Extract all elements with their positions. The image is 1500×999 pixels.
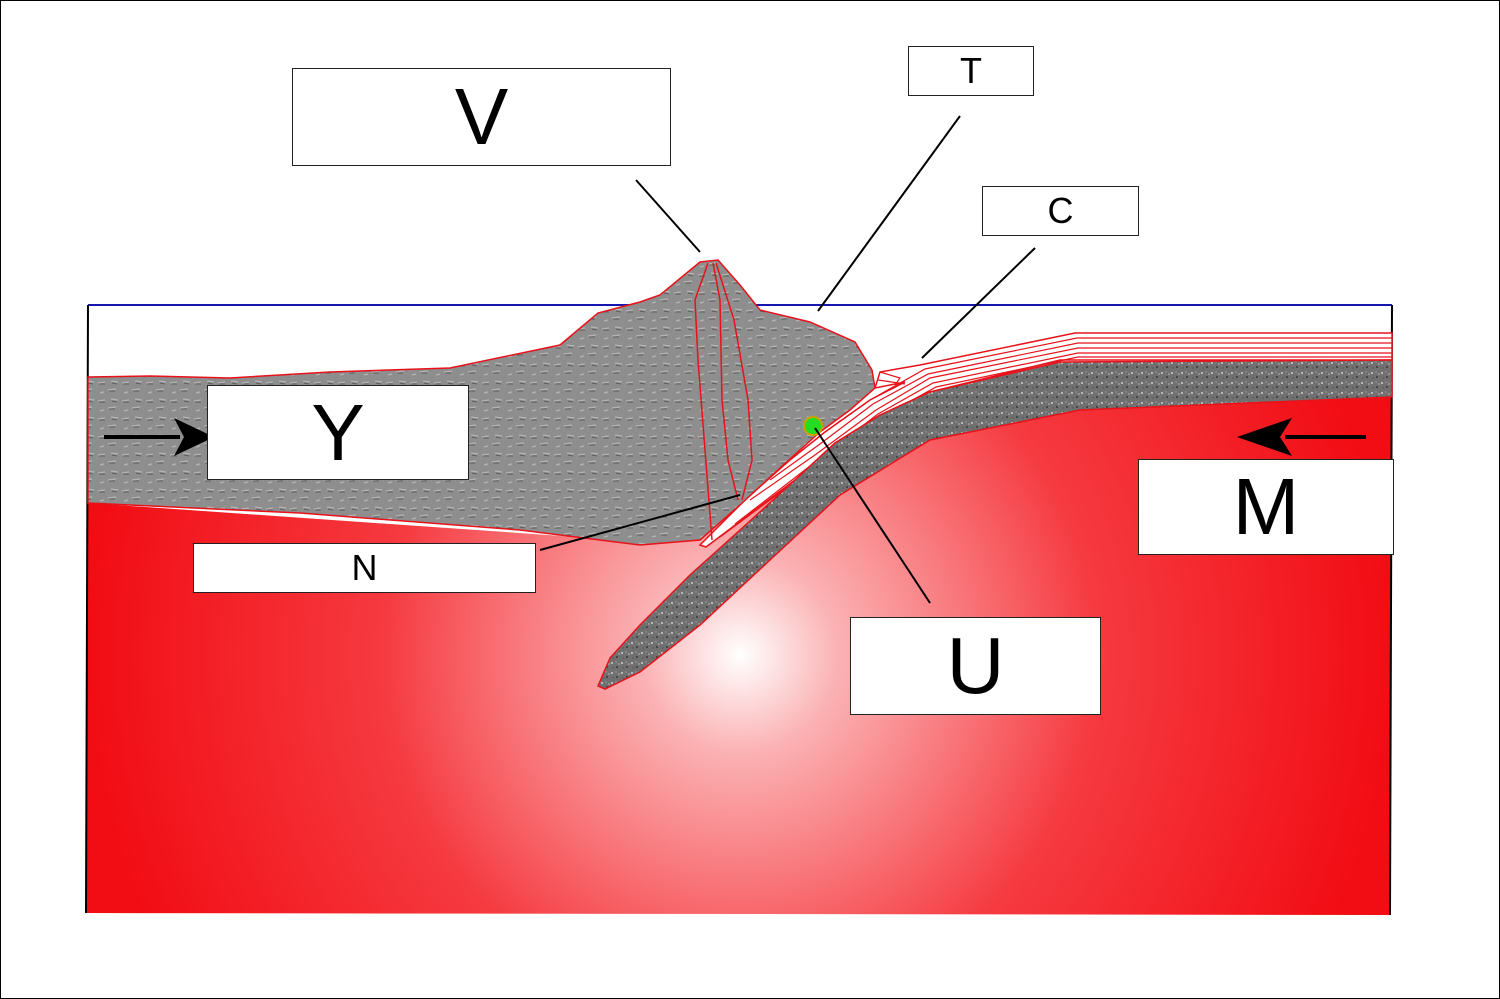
mantle xyxy=(86,375,1392,915)
leader-line-n xyxy=(539,494,741,551)
magma-conduits xyxy=(694,262,753,541)
leader-line-v xyxy=(635,179,701,253)
oceanic-slab xyxy=(597,359,1393,690)
right-border xyxy=(1389,304,1393,916)
leader-line-c xyxy=(921,247,1036,359)
label-u: U xyxy=(850,617,1101,715)
label-c: C xyxy=(982,186,1139,236)
earthquake-focus xyxy=(803,416,823,436)
label-v: V xyxy=(292,68,671,166)
leader-line-t xyxy=(817,115,961,312)
label-m: M xyxy=(1138,459,1394,555)
label-n: N xyxy=(193,543,536,593)
arrow-left-icon xyxy=(1237,418,1366,456)
label-t: T xyxy=(908,46,1034,96)
leader-lines xyxy=(539,115,1036,604)
arrow-right-icon xyxy=(104,418,214,456)
leader-line-u xyxy=(814,427,931,604)
label-y: Y xyxy=(207,385,469,480)
